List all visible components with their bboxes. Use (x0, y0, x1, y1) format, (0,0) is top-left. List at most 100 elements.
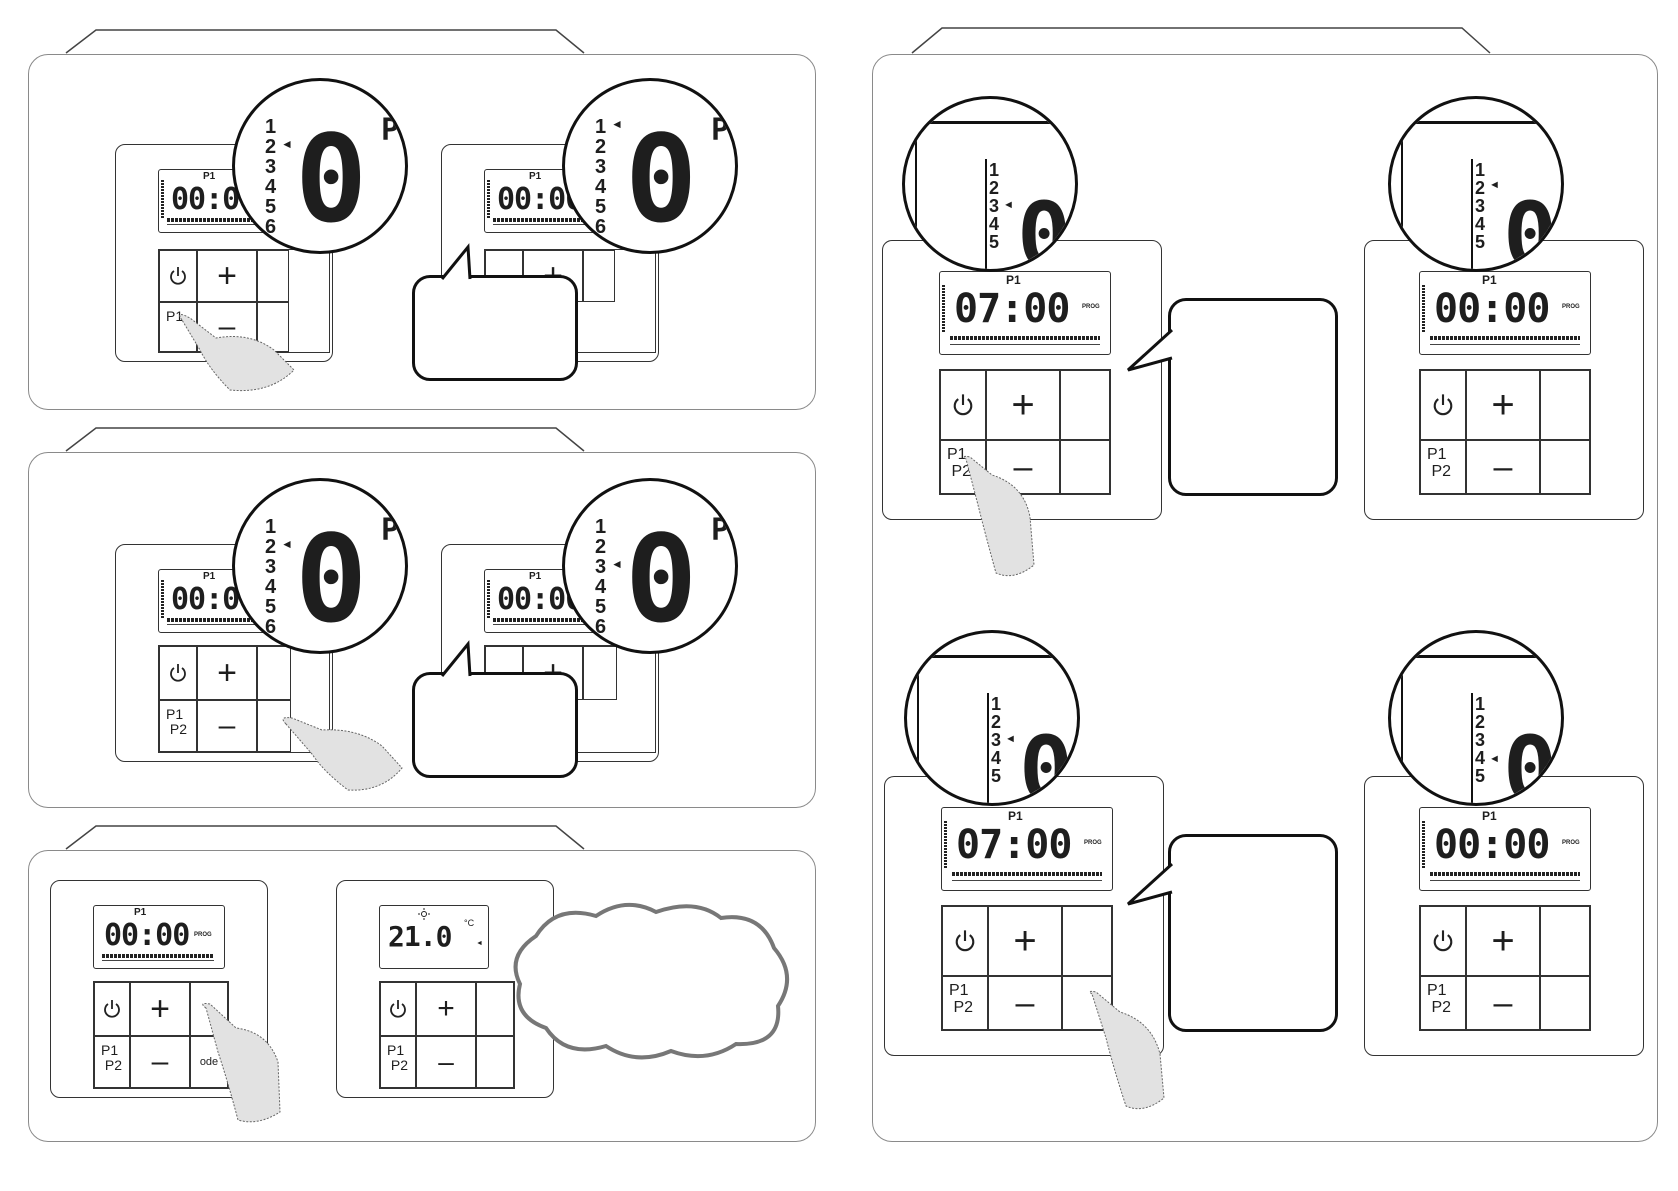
plus-button[interactable]: + (986, 370, 1060, 440)
power-icon (1433, 930, 1453, 952)
button-grid: + P1 P2 – ode (93, 981, 229, 1089)
power-button[interactable] (1420, 906, 1466, 976)
power-button[interactable] (940, 370, 986, 440)
side-button-top[interactable] (1540, 906, 1590, 976)
speech-bubble (412, 275, 578, 381)
zoom-digit: 0 (625, 511, 698, 650)
p1-p2-button[interactable]: P1 P2 (1420, 976, 1466, 1030)
button-grid: + P1 P2 – (1419, 369, 1591, 495)
power-icon (170, 664, 186, 682)
program-label: P1 (203, 171, 216, 182)
side-button-bottom[interactable] (1062, 976, 1112, 1030)
minus-button[interactable]: – (197, 700, 257, 752)
panel3-tab (65, 825, 585, 850)
hand-pointer-icon (179, 314, 295, 392)
program-label: P1 (134, 907, 147, 918)
power-button[interactable] (159, 250, 197, 302)
lcd-display: P1 07:00 PROG (941, 807, 1113, 891)
arrow-indicator-icon: ◄ (1489, 179, 1500, 191)
side-button-top[interactable] (257, 646, 291, 700)
arrow-indicator-icon: ◄ (281, 137, 293, 151)
p1-p2-button[interactable]: P1 P2 (942, 976, 988, 1030)
zoom-digit: 0 (1017, 183, 1072, 272)
side-button-top[interactable] (1060, 370, 1110, 440)
power-icon (170, 267, 186, 285)
zoom-letter: P (381, 513, 400, 548)
thermostat-3a: P1 00:00 PROG + P1 P2 – ode (50, 880, 268, 1098)
minus-button[interactable]: – (416, 1036, 476, 1088)
prog-label: PROG (1084, 840, 1102, 846)
side-button-top[interactable] (583, 250, 615, 302)
minus-button[interactable]: – (130, 1036, 190, 1088)
time-readout: 00:00 (1434, 822, 1550, 868)
side-button-bottom[interactable] (1540, 976, 1590, 1030)
zoom-digit: 0 (625, 111, 698, 250)
plus-button[interactable]: + (988, 906, 1062, 976)
zoom-digit: 0 (295, 511, 368, 650)
side-button-bottom[interactable] (1060, 440, 1110, 494)
program-label: P1 (529, 171, 542, 182)
arrow-indicator-icon: ◄ (611, 557, 623, 571)
panel2-tab (65, 427, 585, 452)
prog-label: PROG (194, 932, 212, 938)
minus-button[interactable]: – (1466, 976, 1540, 1030)
panel1-tab (65, 29, 585, 54)
p1-p2-button[interactable]: P1 P2 (1420, 440, 1466, 494)
side-button-top[interactable] (1540, 370, 1590, 440)
power-button[interactable] (942, 906, 988, 976)
side-button-top[interactable] (257, 250, 289, 302)
minus-button[interactable]: – (986, 440, 1060, 494)
arrow-indicator-icon: ◄ (611, 117, 623, 131)
thermostat-3b: 21.0 °C ◄ + P1 P2 – (336, 880, 554, 1098)
zoom-digit: 0 (295, 111, 368, 250)
zoom-letter: P (381, 113, 400, 148)
plus-button[interactable]: + (1466, 370, 1540, 440)
side-button-top[interactable] (1062, 906, 1112, 976)
arrow-indicator-icon: ◄ (1005, 733, 1016, 745)
power-icon (390, 1000, 406, 1018)
mode-button[interactable] (476, 982, 514, 1036)
sun-icon (418, 908, 430, 920)
side-button-bottom[interactable] (1540, 440, 1590, 494)
power-button[interactable] (159, 646, 197, 700)
program-label: P1 (203, 571, 216, 582)
plus-button[interactable]: + (1466, 906, 1540, 976)
time-readout: 07:00 (956, 822, 1072, 868)
power-button[interactable] (1420, 370, 1466, 440)
lcd-display: 21.0 °C ◄ (379, 905, 489, 969)
plus-button[interactable]: + (197, 646, 257, 700)
program-label: P1 (1008, 809, 1023, 823)
mode-button[interactable] (190, 982, 228, 1036)
plus-button[interactable]: + (197, 250, 257, 302)
hand-pointer-icon (202, 1003, 281, 1123)
button-grid: + P1 P2 – (379, 981, 515, 1089)
power-icon (953, 394, 973, 416)
minus-button[interactable]: – (1466, 440, 1540, 494)
program-label: P1 (1482, 273, 1497, 287)
lcd-display: P1 00:00 PROG (1419, 807, 1591, 891)
plus-button[interactable]: + (130, 982, 190, 1036)
p1-p2-button[interactable]: P1 P2 (940, 440, 986, 494)
thermostat-r2: P1 00:00 PROG + P1 P2 – (1364, 240, 1644, 520)
power-icon (955, 930, 975, 952)
p1-p2-button[interactable]: P1 P2 (94, 1036, 130, 1088)
button-grid: + P1 P2 – (939, 369, 1111, 495)
hand-pointer-icon (1089, 990, 1165, 1110)
side-button-top[interactable] (583, 646, 617, 700)
power-button[interactable] (94, 982, 130, 1036)
prog-label: PROG (1562, 304, 1580, 310)
button-grid: + P1 – (158, 249, 330, 353)
side-button-bottom[interactable] (476, 1036, 514, 1088)
p1-p2-button[interactable]: P1 P2 (159, 700, 197, 752)
minus-button[interactable]: – (988, 976, 1062, 1030)
plus-button[interactable]: + (416, 982, 476, 1036)
power-button[interactable] (380, 982, 416, 1036)
button-grid: + P1 P2 – (1419, 905, 1591, 1031)
hand-pointer-icon (963, 455, 1035, 577)
p1-p2-button[interactable]: P1 P2 (380, 1036, 416, 1088)
power-icon (1433, 394, 1453, 416)
